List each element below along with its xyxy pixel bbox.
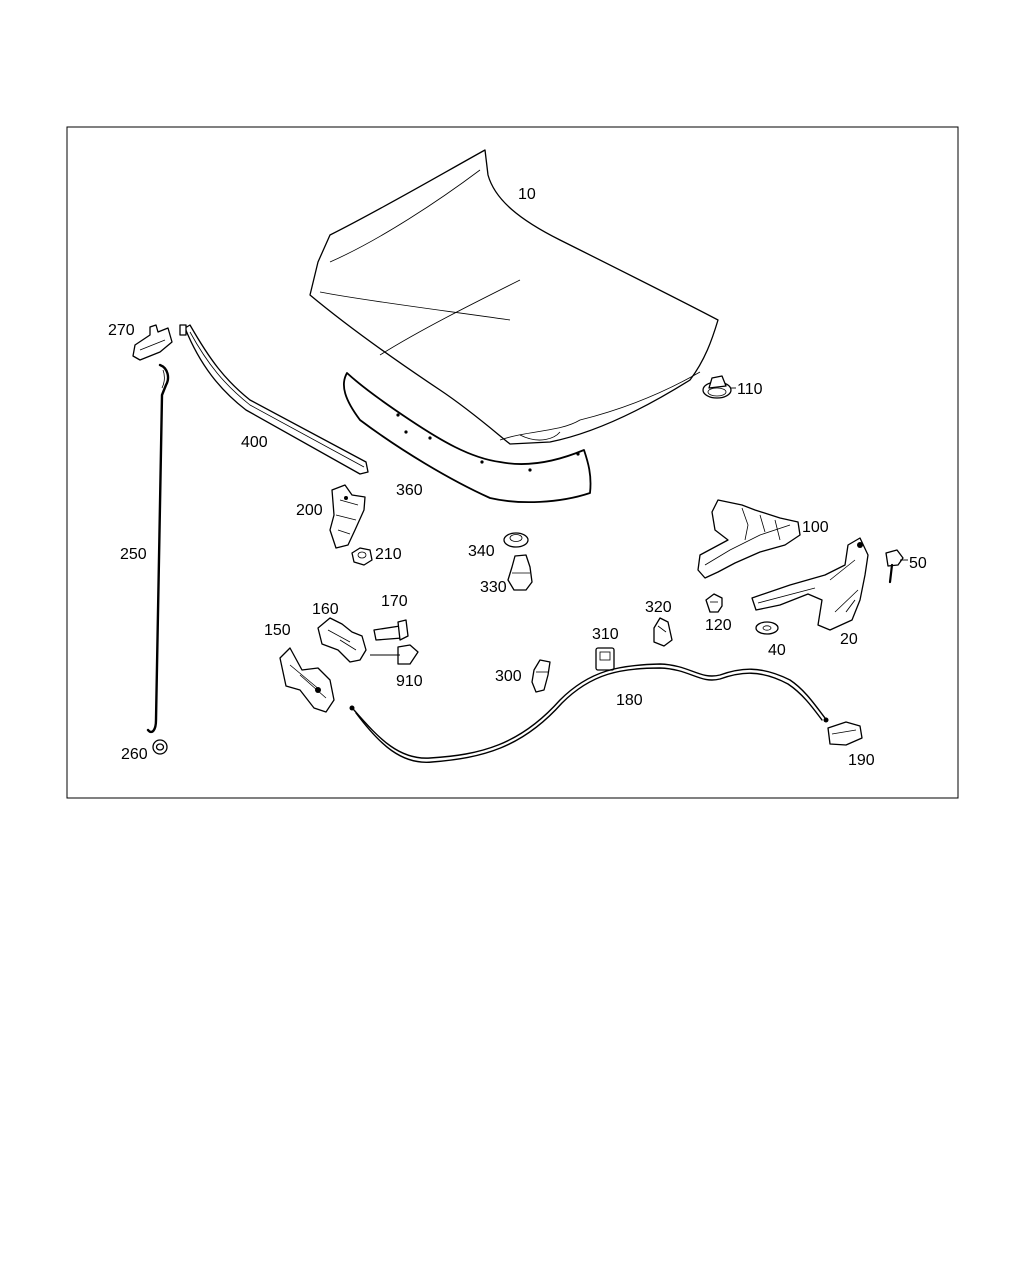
label-10: 10 bbox=[518, 186, 536, 203]
part-330-buffer[interactable] bbox=[507, 554, 533, 591]
label-170: 170 bbox=[381, 593, 408, 610]
part-260-grommet[interactable] bbox=[152, 739, 168, 755]
label-270: 270 bbox=[108, 322, 135, 339]
part-200-bracket[interactable] bbox=[329, 484, 366, 549]
label-120: 120 bbox=[705, 617, 732, 634]
label-260: 260 bbox=[121, 746, 148, 763]
part-270-clip[interactable] bbox=[132, 324, 187, 361]
part-160-lock[interactable] bbox=[317, 617, 367, 663]
part-40-washer[interactable] bbox=[755, 621, 779, 635]
part-320-clamp[interactable] bbox=[653, 617, 673, 647]
label-20: 20 bbox=[840, 631, 858, 648]
part-180-cable[interactable] bbox=[349, 663, 829, 763]
label-310: 310 bbox=[592, 626, 619, 643]
part-20-hinge[interactable] bbox=[751, 537, 869, 631]
label-910: 910 bbox=[396, 673, 423, 690]
diagram-frame bbox=[66, 126, 959, 799]
label-160: 160 bbox=[312, 601, 339, 618]
part-190-release-handle[interactable] bbox=[827, 721, 863, 746]
part-labels: 10 270 110 400 360 200 100 340 210 250 5… bbox=[108, 186, 927, 769]
label-50: 50 bbox=[909, 555, 927, 572]
part-100-cover[interactable] bbox=[697, 499, 801, 579]
part-150-lock-assembly[interactable] bbox=[279, 647, 335, 713]
label-360: 360 bbox=[396, 482, 423, 499]
label-180: 180 bbox=[616, 692, 643, 709]
part-300-holder[interactable] bbox=[531, 659, 551, 693]
part-400-seal-strip[interactable] bbox=[184, 324, 369, 475]
part-360-insulation[interactable] bbox=[343, 372, 592, 504]
label-200: 200 bbox=[296, 502, 323, 519]
part-50-bolt[interactable] bbox=[885, 549, 904, 584]
label-250: 250 bbox=[120, 546, 147, 563]
label-300: 300 bbox=[495, 668, 522, 685]
part-250-support-rod[interactable] bbox=[146, 363, 170, 734]
label-320: 320 bbox=[645, 599, 672, 616]
label-330: 330 bbox=[480, 579, 507, 596]
label-40: 40 bbox=[768, 642, 786, 659]
part-340-grommet[interactable] bbox=[503, 532, 529, 548]
label-340: 340 bbox=[468, 543, 495, 560]
label-400: 400 bbox=[241, 434, 268, 451]
label-210: 210 bbox=[375, 546, 402, 563]
part-310-clip[interactable] bbox=[595, 647, 615, 671]
label-150: 150 bbox=[264, 622, 291, 639]
part-110-buffer[interactable] bbox=[702, 375, 732, 399]
leader-lines bbox=[370, 387, 908, 656]
label-100: 100 bbox=[802, 519, 829, 536]
label-110: 110 bbox=[737, 381, 763, 398]
part-170-bolt[interactable] bbox=[373, 619, 409, 641]
part-120-clip[interactable] bbox=[705, 593, 723, 613]
part-10-hood[interactable] bbox=[309, 149, 719, 445]
part-910-tag[interactable] bbox=[397, 644, 419, 665]
part-210-nut[interactable] bbox=[351, 547, 373, 566]
label-190: 190 bbox=[848, 752, 875, 769]
